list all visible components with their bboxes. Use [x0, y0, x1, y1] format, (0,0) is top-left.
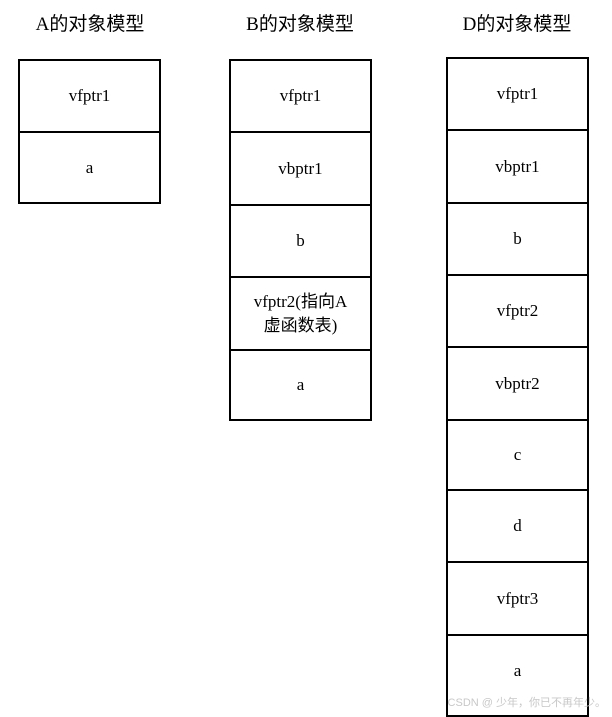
cell-label: b — [513, 229, 522, 248]
model-b-cell: vbptr1 — [231, 131, 370, 204]
model-d-title: D的对象模型 — [462, 14, 572, 35]
cell-label: vfptr2(指向A 虚函数表) — [253, 291, 348, 335]
model-d-table: vfptr1 vbptr1 b vfptr2 vbptr2 c d vfptr3… — [446, 57, 589, 717]
cell-label: b — [296, 231, 305, 250]
model-a-cell: vfptr1 — [20, 61, 159, 131]
model-d-cell: vbptr2 — [448, 346, 587, 419]
model-d-cell: vfptr3 — [448, 561, 587, 634]
model-a-cell: a — [20, 131, 159, 202]
cell-label: c — [513, 445, 522, 464]
model-b-cell: a — [231, 349, 370, 419]
csdn-watermark: CSDN @ 少年，你已不再年少。 — [447, 697, 606, 709]
cell-label: vbptr2 — [495, 373, 540, 393]
model-b-title: B的对象模型 — [246, 14, 354, 35]
model-b-cell: vfptr2(指向A 虚函数表) — [231, 276, 370, 349]
model-d-cell: d — [448, 489, 587, 561]
cell-label: vfptr1 — [496, 84, 539, 103]
model-d-cell: vfptr2 — [448, 274, 587, 346]
model-b-cell: b — [231, 204, 370, 276]
model-d-cell: c — [448, 419, 587, 489]
model-b-cell: vfptr1 — [231, 61, 370, 131]
cell-label: vfptr3 — [496, 588, 539, 608]
cell-label: vfptr1 — [68, 86, 111, 105]
cell-label: vbptr1 — [278, 158, 323, 178]
model-d-cell: b — [448, 202, 587, 274]
cell-label: vbptr1 — [495, 156, 540, 176]
model-a-table: vfptr1 a — [18, 59, 161, 204]
model-d-cell: vbptr1 — [448, 129, 587, 202]
model-d-cell: a — [448, 634, 587, 705]
cell-label: vfptr1 — [279, 86, 322, 105]
model-a-title: A的对象模型 — [35, 14, 145, 35]
cell-label: a — [513, 660, 522, 680]
cell-label: a — [296, 375, 305, 394]
cell-label: a — [85, 157, 94, 177]
model-b-table: vfptr1 vbptr1 b vfptr2(指向A 虚函数表) a — [229, 59, 372, 421]
cell-label: vfptr2 — [496, 301, 539, 320]
cell-label: d — [513, 516, 522, 535]
model-d-cell: vfptr1 — [448, 59, 587, 129]
